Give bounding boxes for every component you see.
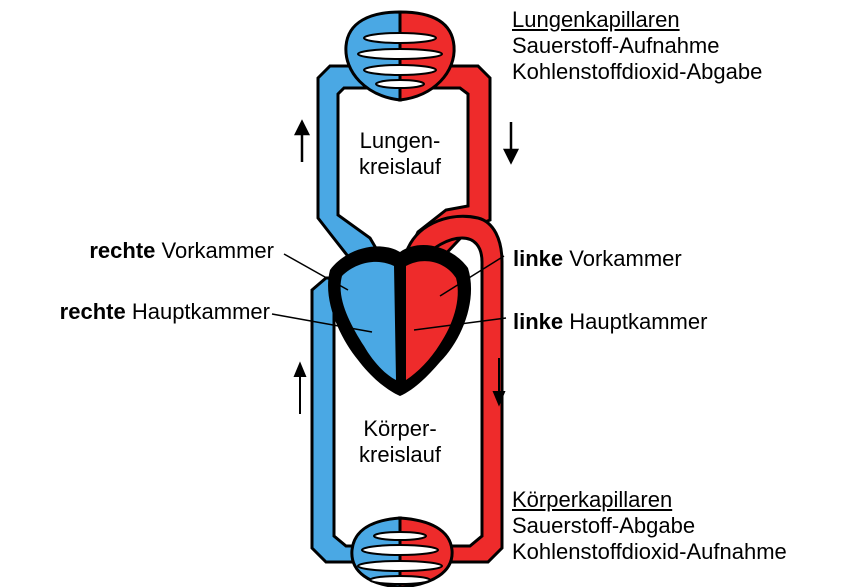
body-capillary-bed: [352, 518, 452, 587]
body-co2-uptake: Kohlenstoffdioxid-Aufnahme: [512, 539, 787, 565]
right-atrium-label: rechte Vorkammer: [89, 238, 274, 264]
heart: [328, 245, 471, 396]
systemic-circuit-line1: Körper-: [342, 416, 458, 442]
right-atrium-text: Vorkammer: [155, 238, 274, 263]
systemic-circuit-label: Körper- kreislauf: [342, 416, 458, 462]
right-ventricle-label: rechte Hauptkammer: [60, 299, 270, 325]
right-atrium-bold: rechte: [89, 238, 155, 263]
left-atrium-label: linke Vorkammer: [513, 246, 682, 272]
pulmonary-circuit-line2: kreislauf: [344, 154, 456, 180]
left-ventricle-bold: linke: [513, 309, 563, 334]
body-capillaries-label: Körperkapillaren Sauerstoff-Abgabe Kohle…: [512, 487, 787, 565]
arrow-down-icon: [505, 122, 517, 162]
left-ventricle-label: linke Hauptkammer: [513, 309, 707, 335]
right-ventricle-bold: rechte: [60, 299, 126, 324]
body-capillaries-title: Körperkapillaren: [512, 487, 787, 513]
left-ventricle-text: Hauptkammer: [563, 309, 707, 334]
lung-capillaries-title: Lungenkapillaren: [512, 7, 762, 33]
right-ventricle-text: Hauptkammer: [126, 299, 270, 324]
arrow-up-icon: [295, 364, 305, 414]
systemic-circuit-line2: kreislauf: [342, 442, 458, 462]
lung-capillaries-label: Lungenkapillaren Sauerstoff-Aufnahme Koh…: [512, 7, 762, 85]
pulmonary-circuit-label: Lungen- kreislauf: [344, 128, 456, 180]
left-atrium-text: Vorkammer: [563, 246, 682, 271]
lung-oxygen-uptake: Sauerstoff-Aufnahme: [512, 33, 762, 59]
left-atrium-bold: linke: [513, 246, 563, 271]
body-oxygen-release: Sauerstoff-Abgabe: [512, 513, 787, 539]
arrow-up-icon: [296, 122, 308, 162]
lung-co2-release: Kohlenstoffdioxid-Abgabe: [512, 59, 762, 85]
pulmonary-circuit-line1: Lungen-: [344, 128, 456, 154]
